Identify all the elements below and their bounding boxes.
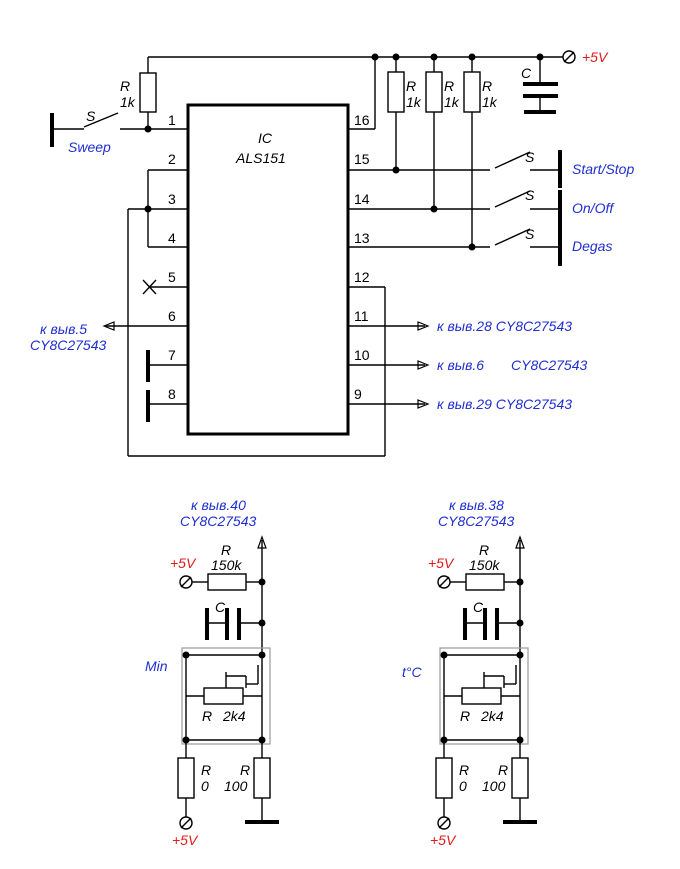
pin-12-label: 12: [354, 269, 370, 285]
pin-5-label: 5: [168, 269, 176, 285]
left-target-line2: CY8C27543: [180, 513, 256, 529]
pullup1-letter: R: [406, 78, 416, 94]
top-wires: [50, 56, 563, 457]
power-label-top: +5V: [582, 49, 609, 65]
right-r0-letter: R: [459, 762, 469, 778]
pin-9-label: 9: [354, 386, 362, 402]
ic-designator: IC: [258, 130, 273, 146]
right-cap-letter: C: [473, 599, 484, 615]
left-power-label-bottom: +5V: [172, 832, 199, 848]
pin-15-label: 15: [354, 151, 370, 167]
left-target-line1: к выв.40: [191, 497, 246, 513]
pin6-target-line1: к выв.5: [40, 321, 87, 337]
left-power-label-top: +5V: [170, 555, 197, 571]
pin6-target-line2: CY8C27543: [30, 337, 106, 353]
left-r100-value: 100: [224, 778, 248, 794]
on-off-label: On/Off: [572, 200, 615, 216]
subcircuit-temperature: [435, 535, 537, 830]
left-pot-value: 2k4: [222, 708, 246, 724]
right-r100-letter: R: [498, 762, 508, 778]
resistor-on-off: [425, 71, 443, 113]
sweep-resistor-value: 1k: [120, 94, 136, 110]
pullup3-value: 1k: [482, 94, 498, 110]
pin-6-label: 6: [168, 308, 176, 324]
pullup1-value: 1k: [406, 94, 422, 110]
start-stop-label: Start/Stop: [572, 161, 634, 177]
top-junctions: [144, 53, 544, 251]
ic-body: [186, 103, 350, 436]
resistor-sweep: [139, 72, 157, 113]
right-label-temperature: t°C: [402, 664, 422, 680]
onoff-switch-letter: S: [525, 187, 535, 203]
sweep-switch-letter: S: [86, 108, 96, 124]
pin-16-label: 16: [354, 112, 370, 128]
pullup2-letter: R: [444, 78, 454, 94]
left-r150-letter: R: [221, 542, 231, 558]
right-r100-value: 100: [482, 778, 506, 794]
left-pot-letter: R: [202, 708, 212, 724]
pin-8-label: 8: [168, 386, 176, 402]
pin-2-label: 2: [168, 151, 176, 167]
pin10-target-pin: к выв.6: [437, 357, 484, 373]
pin-14-label: 14: [354, 191, 370, 207]
left-r0-letter: R: [201, 762, 211, 778]
left-r150-value: 150k: [211, 557, 242, 573]
right-pot-value: 2k4: [480, 708, 504, 724]
pin-3-label: 3: [168, 191, 176, 207]
start-switch-letter: S: [525, 149, 535, 165]
right-power-label-bottom: +5V: [430, 832, 457, 848]
pin9-target: к выв.29 CY8C27543: [437, 396, 572, 412]
pin-11-label: 11: [354, 308, 369, 324]
right-r150-letter: R: [479, 542, 489, 558]
right-r0-value: 0: [459, 778, 467, 794]
pullup3-letter: R: [482, 78, 492, 94]
pin10-target-chip: CY8C27543: [511, 357, 587, 373]
left-r0-value: 0: [201, 778, 209, 794]
cap-top-letter: C: [521, 65, 532, 81]
right-target-line1: к выв.38: [449, 497, 504, 513]
ic-part-number: ALS151: [235, 150, 286, 166]
pin-4-label: 4: [168, 230, 176, 246]
left-r100-letter: R: [240, 762, 250, 778]
pin11-target: к выв.28 CY8C27543: [437, 318, 572, 334]
left-cap-letter: C: [215, 599, 226, 615]
left-label-min: Min: [145, 658, 168, 674]
resistor-degas: [463, 71, 481, 113]
pullup2-value: 1k: [444, 94, 460, 110]
degas-label: Degas: [572, 238, 612, 254]
resistor-start-stop: [387, 71, 405, 113]
sweep-resistor-letter: R: [120, 78, 130, 94]
pin-13-label: 13: [354, 230, 370, 246]
sweep-label: Sweep: [68, 139, 111, 155]
right-power-label-top: +5V: [428, 555, 455, 571]
right-r150-value: 150k: [469, 557, 500, 573]
power-terminal-top: [562, 50, 576, 64]
right-pot-letter: R: [460, 708, 470, 724]
subcircuit-min: [177, 535, 279, 830]
pin-7-label: 7: [168, 347, 176, 363]
pin-10-label: 10: [354, 347, 370, 363]
degas-switch-letter: S: [525, 226, 535, 242]
pin-1-label: 1: [168, 112, 176, 128]
right-target-line2: CY8C27543: [438, 513, 514, 529]
